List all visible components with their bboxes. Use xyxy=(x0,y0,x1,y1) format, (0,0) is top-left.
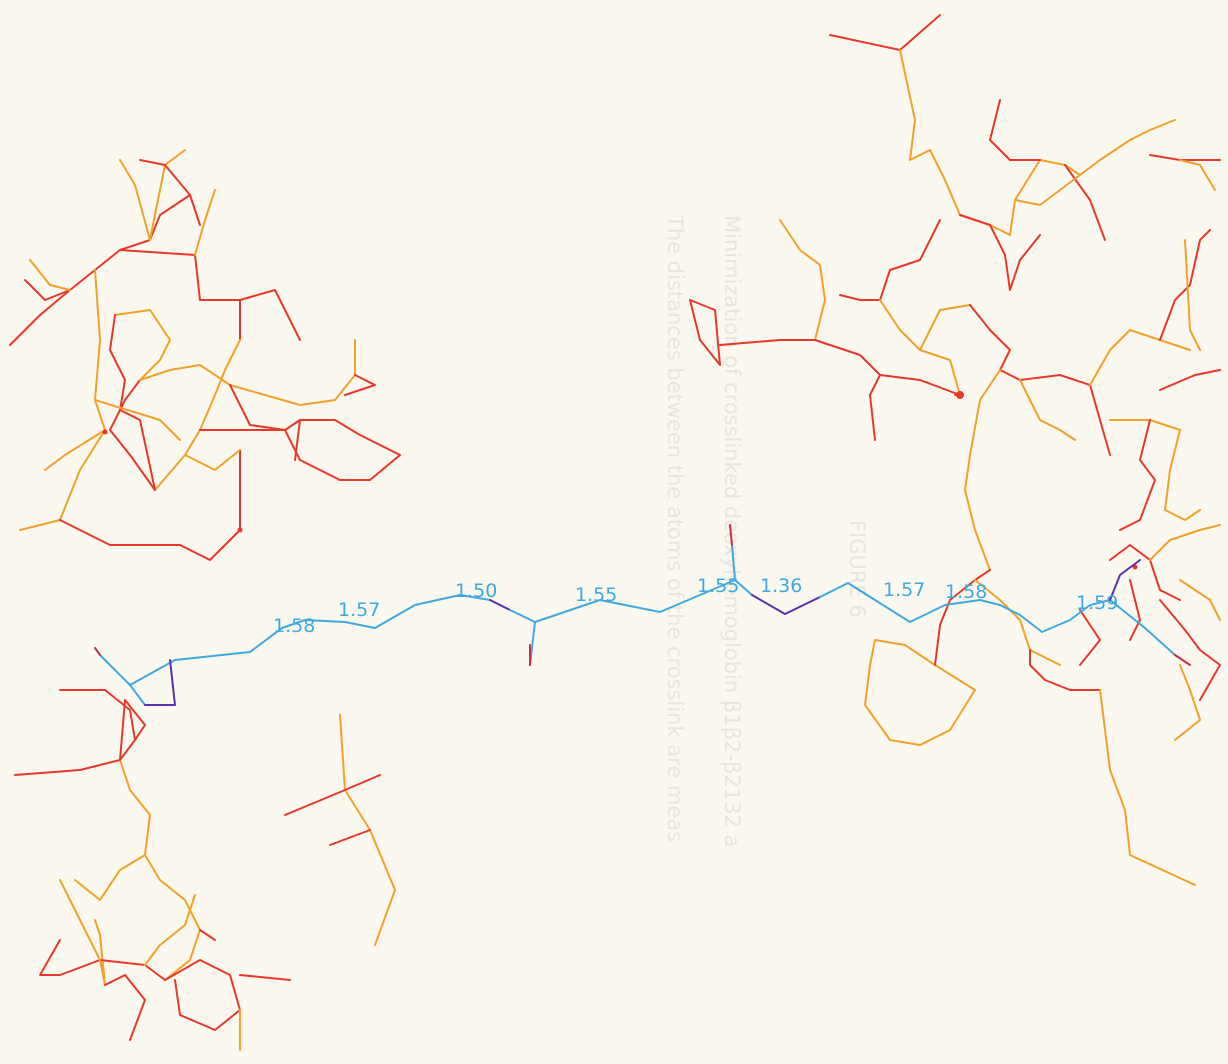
bond-length-label-7: 1.57 xyxy=(883,579,925,601)
crosslink-chain xyxy=(99,544,1176,706)
atom-markers xyxy=(102,391,1138,570)
bond-length-label-6: 1.36 xyxy=(760,575,802,597)
bond-length-label-4: 1.55 xyxy=(575,584,617,606)
bond-length-label-9: 1.59 xyxy=(1076,592,1118,614)
bond-length-label-5: 1.55 xyxy=(697,575,739,597)
ghost-caption: FIGURE 6 Minimization of crosslinked deo… xyxy=(663,214,869,847)
residue-cluster-lower-left xyxy=(14,689,291,1051)
residue-cluster-lower-right xyxy=(864,524,1221,886)
residue-cluster-upper-left xyxy=(9,149,401,561)
oxygen-stubs xyxy=(94,524,1191,666)
ghost-caption-line-2: The distances between the atoms of the c… xyxy=(663,214,687,842)
residue-fragment-center-left xyxy=(284,714,396,946)
bond-length-label-2: 1.57 xyxy=(338,599,380,621)
ghost-caption-line-1: Minimization of crosslinked deoxyhemoglo… xyxy=(720,215,744,847)
bond-length-label-3: 1.50 xyxy=(455,580,497,602)
residue-cluster-upper-right xyxy=(689,14,1221,571)
bond-length-labels: 1.58 1.57 1.50 1.55 1.55 1.36 1.57 1.58 … xyxy=(273,575,1118,637)
bond-length-label-1: 1.58 xyxy=(273,615,315,637)
ghost-figure-label: FIGURE 6 xyxy=(845,520,869,618)
bond-length-label-8: 1.58 xyxy=(945,581,987,603)
